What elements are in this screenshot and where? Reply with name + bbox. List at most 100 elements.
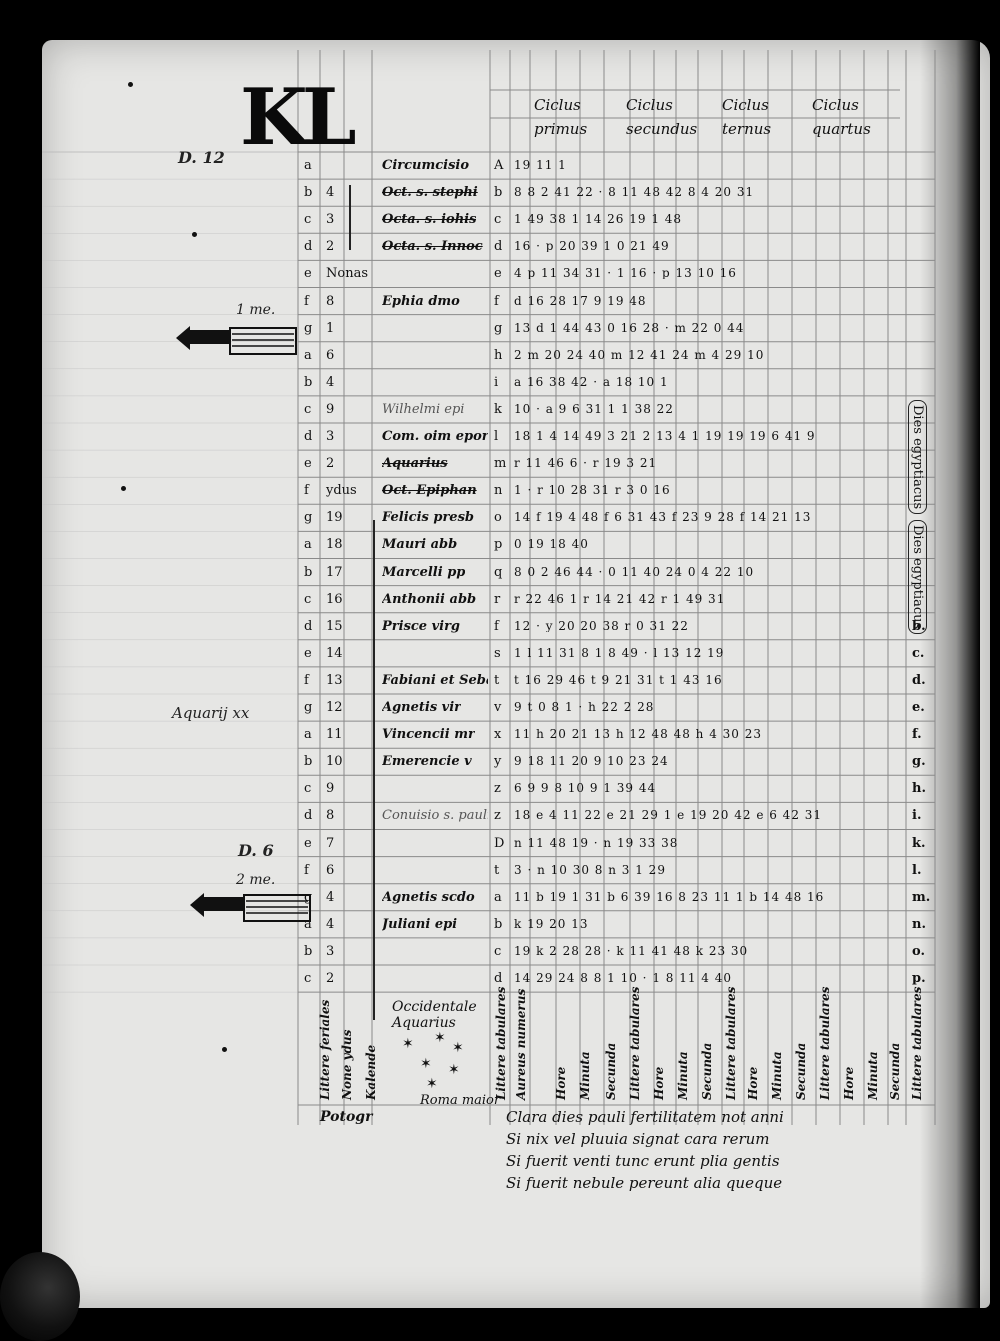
page-fold-shadow (920, 40, 980, 1308)
right-column-mark: i. (912, 808, 922, 824)
astronomical-values: 13 d 1 44 43 0 16 28 · m 22 0 44 (514, 321, 745, 334)
saint-name: Wilhelmi epi (382, 402, 465, 416)
tabular-letter: q (494, 564, 503, 580)
tabular-letter: b (494, 916, 503, 932)
saint-name: Aquarius (382, 457, 448, 471)
saint-name: Com. oim epor (382, 430, 488, 443)
dies-egyptiacus-1: Dies egyptiacus (908, 400, 927, 515)
saint-name: Oct. s. stephi (382, 186, 478, 200)
nones-ides-number: 8 (326, 293, 335, 309)
star-icon: ✶ (402, 1036, 414, 1052)
nones-ides-number: 17 (326, 564, 343, 580)
right-column-mark: p. (912, 971, 926, 986)
footer-column-header: Hore (842, 1066, 856, 1100)
astronomical-values: 0 19 18 40 (514, 538, 589, 551)
tabular-letter: m (494, 456, 507, 472)
astronomical-values: 14 29 24 8 8 1 10 · 1 8 11 4 40 (514, 972, 733, 984)
footer-column-header: Littere tabulares (910, 986, 924, 1100)
nones-ides-number: 8 (326, 808, 335, 824)
footer-column-header: Aureus numerus (514, 988, 528, 1100)
ferial-letter: d (304, 429, 313, 444)
nones-ides-number: 6 (326, 347, 335, 363)
cycle-header-line2: quartus (812, 120, 871, 138)
astronomical-values: 4 p 11 34 31 · 1 16 · p 13 10 16 (514, 267, 737, 280)
footer-column-header: Minuta (676, 1051, 690, 1100)
nones-ides-number: 9 (326, 781, 335, 797)
saint-name: Vincencii mr (382, 728, 475, 742)
ferial-letter: e (304, 835, 312, 851)
right-column-mark: m. (912, 889, 931, 905)
dies-egyptiacus-2: Dies egyptiacus (908, 520, 927, 635)
tabular-letter: t (494, 862, 500, 878)
margin-dot (222, 1047, 227, 1052)
ferial-letter: a (304, 727, 312, 743)
ferial-letter: f (304, 672, 309, 688)
margin-note-d6: D. 6 (238, 841, 274, 860)
astronomical-values: 18 e 4 11 22 e 21 29 1 e 19 20 42 e 6 42… (514, 809, 823, 822)
ferial-letter: c (304, 971, 312, 986)
tabular-letter: r (494, 591, 501, 607)
tabular-letter: b (494, 185, 503, 201)
astronomical-values: 10 · a 9 6 31 1 1 38 22 (514, 402, 674, 415)
ferial-letter: c (304, 212, 312, 228)
astronomical-values: 12 · y 20 20 38 r 0 31 22 (514, 619, 689, 632)
astronomical-values: 2 m 20 24 40 m 12 41 24 m 4 29 10 (514, 348, 765, 361)
right-column-mark: o. (912, 943, 925, 959)
astronomical-values: 11 h 20 21 13 h 12 48 48 h 4 30 23 (514, 728, 763, 741)
ferial-letter: d (304, 618, 313, 634)
saint-name: Agnetis scdo (382, 890, 475, 904)
tabular-letter: e (494, 266, 502, 282)
footer-left-note: Potogr (320, 1109, 373, 1125)
astronomical-values: 1 l 11 31 8 1 8 49 · l 13 12 19 (514, 646, 725, 659)
ferial-letter: c (304, 781, 312, 797)
ferial-letter: f (304, 862, 309, 878)
cycle-header-line1: Ciclus (626, 96, 673, 114)
saint-name: Marcelli pp (382, 565, 466, 579)
library-stamp (0, 1252, 80, 1341)
verse-line: Si fuerit venti tunc erunt plia gentis (506, 1152, 780, 1170)
star-icon: ✶ (420, 1056, 432, 1072)
footer-column-header: Littere tabulares (724, 986, 738, 1100)
manuscript-page (42, 40, 990, 1308)
nones-ides-number: 18 (326, 537, 343, 553)
ferial-letter: f (304, 293, 309, 309)
saint-name: Oct. Epiphan (382, 484, 477, 498)
star-icon: ✶ (434, 1030, 446, 1046)
nones-ides-number: Nonas (326, 266, 368, 282)
ferial-letter: g (304, 510, 313, 526)
tabular-letter: d (494, 239, 503, 255)
tabular-letter: z (494, 781, 501, 797)
ferial-letter: b (304, 185, 313, 201)
ferial-letter: g (304, 889, 313, 905)
saint-name: Emerencie v (382, 755, 472, 769)
astronomical-values: r 11 46 6 · r 19 3 21 (514, 457, 658, 470)
saint-name: Circumcisio (382, 159, 470, 172)
tabular-letter: l (494, 429, 499, 444)
astronomical-values: k 19 20 13 (514, 917, 589, 930)
nones-ides-number: 3 (326, 429, 335, 444)
nones-ides-number: 11 (326, 727, 343, 743)
tabular-letter: o (494, 510, 502, 526)
footer-column-header: Minuta (866, 1051, 880, 1100)
saint-name: Mauri abb (382, 538, 458, 552)
nones-ides-number: ydus (326, 483, 357, 499)
nones-ides-number: 15 (326, 618, 343, 634)
footer-column-header: Secunda (700, 1042, 714, 1100)
nones-ides-number: 19 (326, 510, 343, 526)
star-icon: ✶ (426, 1076, 438, 1092)
nones-ides-number: 16 (326, 591, 343, 607)
tabular-letter: c (494, 943, 502, 959)
astronomical-values: 11 b 19 1 31 b 6 39 16 8 23 11 1 b 14 48… (514, 890, 825, 903)
nones-ides-number: 12 (326, 700, 343, 715)
astronomical-values: 6 9 9 8 10 9 1 39 44 (514, 782, 657, 795)
astronomical-values: 8 0 2 46 44 · 0 11 40 24 0 4 22 10 (514, 565, 755, 578)
ferial-letter: b (304, 564, 313, 580)
tabular-letter: D (494, 835, 505, 851)
footer-column-header: None ydus (340, 1029, 354, 1100)
margin-dot (192, 232, 197, 237)
astronomical-values: a 16 38 42 · a 18 10 1 (514, 375, 669, 388)
cycle-header-line1: Ciclus (812, 96, 859, 114)
pointing-hand-icon-2 (190, 893, 311, 922)
tabular-letter: i (494, 374, 499, 390)
